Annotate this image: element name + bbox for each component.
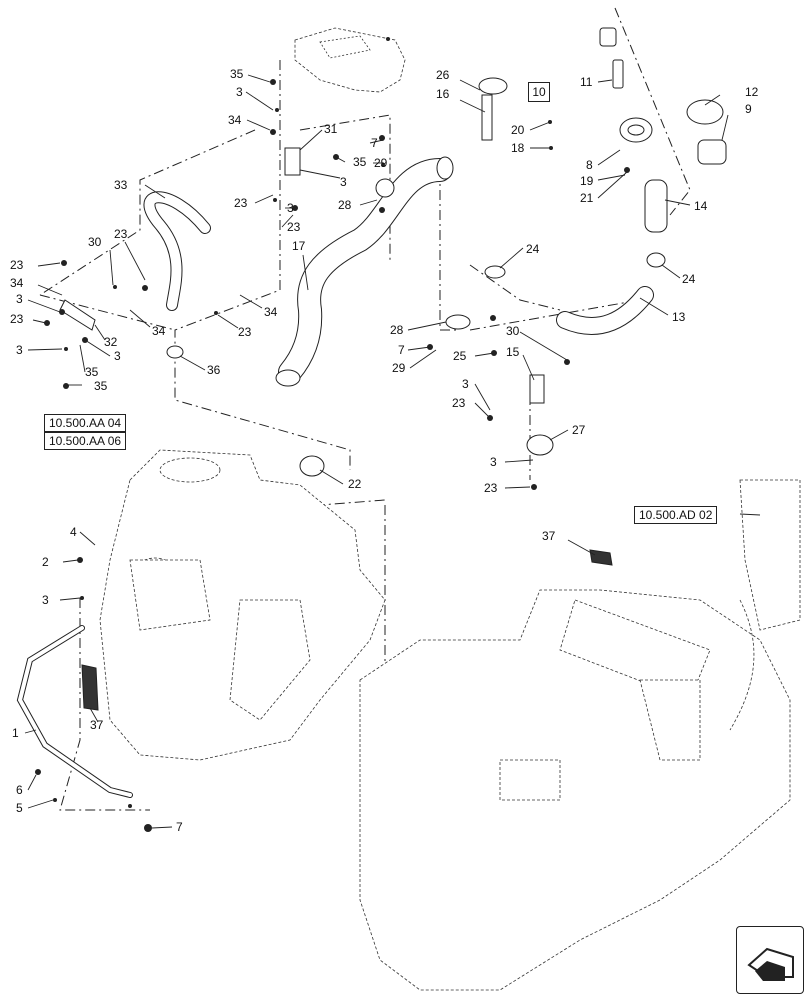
- ref-box-ad02[interactable]: 10.500.AD 02: [634, 506, 718, 524]
- callout-c35d: 35: [94, 379, 108, 393]
- callout-c37b: 37: [542, 529, 556, 543]
- callout-c8: 8: [586, 158, 593, 172]
- callout-c28a: 28: [338, 198, 352, 212]
- callout-c24b: 24: [682, 272, 696, 286]
- callout-c32: 32: [104, 335, 118, 349]
- drain-hose-33: [143, 191, 211, 311]
- callout-c15: 15: [506, 345, 520, 359]
- callout-c26: 26: [436, 68, 450, 82]
- callout-c3h: 3: [490, 455, 497, 469]
- callout-c34a: 34: [228, 113, 242, 127]
- callout-c23e: 23: [10, 312, 24, 326]
- callout-c34d: 34: [264, 305, 278, 319]
- callout-c3e: 3: [16, 343, 23, 357]
- callout-c6: 6: [16, 783, 23, 797]
- callout-c16: 16: [436, 87, 450, 101]
- warning-decals: [81, 549, 613, 711]
- callout-labels: 35 3 34 31 35 3 23 3 23 7 29 28 33 17 30…: [10, 67, 759, 834]
- callout-c21: 21: [580, 191, 594, 205]
- machine-frame: [359, 479, 801, 991]
- callout-c13: 13: [672, 310, 686, 324]
- callout-c29b: 29: [392, 361, 406, 375]
- callout-c9: 9: [745, 102, 752, 116]
- callout-c14: 14: [694, 199, 708, 213]
- callout-c34c: 34: [152, 324, 166, 338]
- callout-c11: 11: [580, 75, 593, 89]
- callout-c29a: 29: [374, 156, 388, 170]
- callout-c23b: 23: [287, 220, 301, 234]
- callout-c3g: 3: [462, 377, 469, 391]
- top-cover-plate: [294, 27, 406, 93]
- callout-c22: 22: [348, 477, 362, 491]
- callout-c7b: 7: [398, 343, 405, 357]
- callout-c3c: 3: [287, 201, 294, 215]
- callout-c12: 12: [745, 85, 759, 99]
- callout-c33: 33: [114, 178, 128, 192]
- callout-c7a: 7: [371, 136, 378, 150]
- callout-c25: 25: [453, 349, 467, 363]
- callout-c3a: 3: [236, 85, 243, 99]
- leader-lines: [24, 74, 761, 829]
- filler-neck-assembly: [599, 27, 727, 268]
- callout-c35a: 35: [230, 67, 244, 81]
- callout-c18: 18: [511, 141, 525, 155]
- callout-c23g: 23: [452, 396, 466, 410]
- clamps-and-brackets: [59, 77, 554, 477]
- callout-c27: 27: [572, 423, 586, 437]
- vent-hose-13: [556, 286, 654, 335]
- filler-hose-17: [275, 156, 454, 387]
- callout-c4: 4: [70, 525, 77, 539]
- callout-c20: 20: [511, 123, 525, 137]
- item-box-10: 10: [528, 82, 550, 102]
- return-nav-button[interactable]: [736, 926, 804, 994]
- callout-c37a: 37: [90, 718, 104, 732]
- fuel-gauge-rod-1: [16, 625, 133, 798]
- callout-c30b: 30: [506, 324, 520, 338]
- fuel-tank: [99, 449, 386, 761]
- callout-c3f: 3: [114, 349, 121, 363]
- callout-c24a: 24: [526, 242, 540, 256]
- callout-c3d: 3: [16, 292, 23, 306]
- callout-c36: 36: [207, 363, 221, 377]
- callout-c19: 19: [580, 174, 594, 188]
- callout-c3b: 3: [340, 175, 347, 189]
- callout-c1: 1: [12, 726, 19, 740]
- callout-c23a: 23: [234, 196, 248, 210]
- bolts-and-fasteners: [35, 37, 630, 832]
- callout-c5: 5: [16, 801, 23, 815]
- callout-c17: 17: [292, 239, 306, 253]
- callout-c23f: 23: [238, 325, 252, 339]
- callout-c2: 2: [42, 555, 49, 569]
- return-arrow-icon: [747, 947, 794, 981]
- callout-c23c: 23: [114, 227, 128, 241]
- callout-c30a: 30: [88, 235, 102, 249]
- ref-box-aa04[interactable]: 10.500.AA 04: [44, 414, 127, 432]
- callout-c28b: 28: [390, 323, 404, 337]
- callout-c31: 31: [324, 122, 338, 136]
- callout-c23d: 23: [10, 258, 24, 272]
- callout-c3i: 3: [42, 593, 49, 607]
- callout-c7c: 7: [176, 820, 183, 834]
- callout-c35c: 35: [85, 365, 99, 379]
- callout-c34b: 34: [10, 276, 24, 290]
- callout-c23h: 23: [484, 481, 498, 495]
- callout-c35b: 35: [353, 155, 367, 169]
- ref-box-aa06[interactable]: 10.500.AA 06: [44, 432, 127, 450]
